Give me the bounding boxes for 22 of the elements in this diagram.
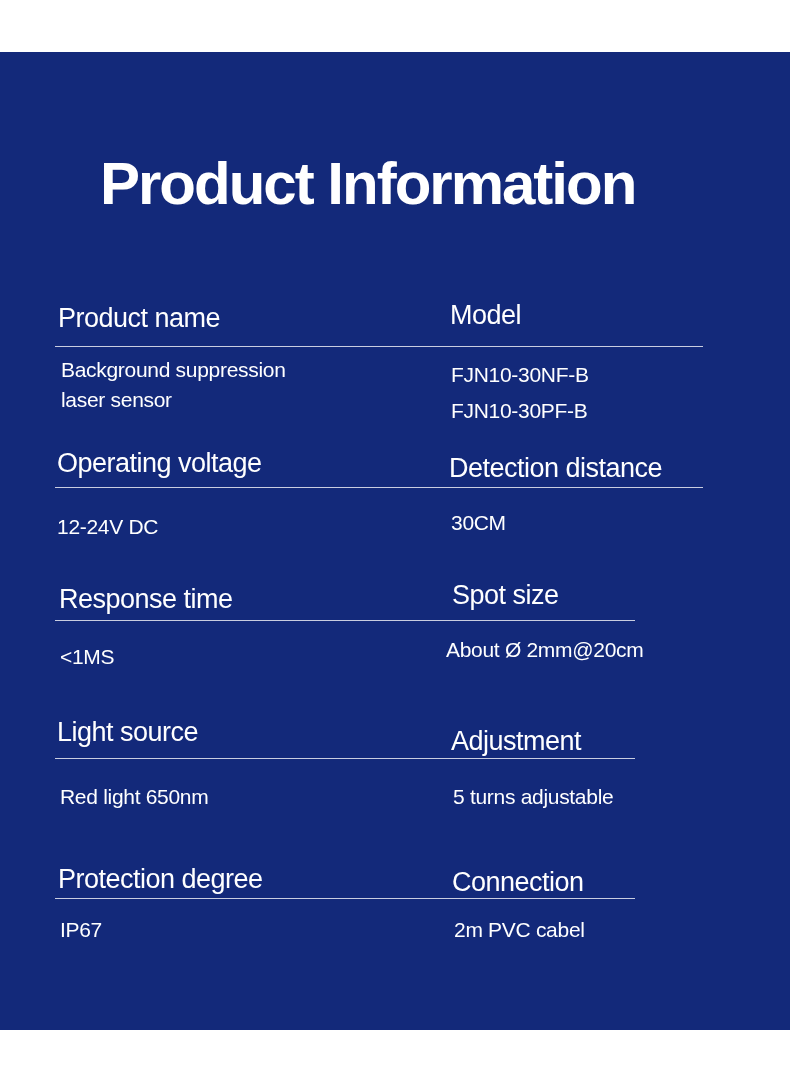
field-value: About Ø 2mm@20cm [446,637,645,663]
field-label: Spot size [452,579,559,612]
field-value: 12-24V DC [57,514,160,540]
field-label: Product name [58,302,221,335]
field-label: Connection [452,866,584,899]
field-label: Detection distance [449,452,663,485]
field-value: 30CM [451,510,507,536]
field-value: IP67 [60,917,103,943]
field-label: Protection degree [58,863,263,896]
field-label: Operating voltage [57,447,262,480]
title: Product Information [100,149,636,219]
field-value: <1MS [60,644,116,670]
field-value: Background suppression laser sensor [61,357,287,413]
field-label: Response time [59,583,233,616]
field-label: Light source [57,716,199,749]
field-value: 5 turns adjustable [453,784,615,810]
field-value: FJN10-30NF-B [451,362,590,388]
field-label: Adjustment [451,725,582,758]
field-value: Red light 650nm [60,784,210,810]
field-value: FJN10-30PF-B [451,398,589,424]
field-label: Model [450,299,522,332]
field-value: 2m PVC cabel [454,917,586,943]
